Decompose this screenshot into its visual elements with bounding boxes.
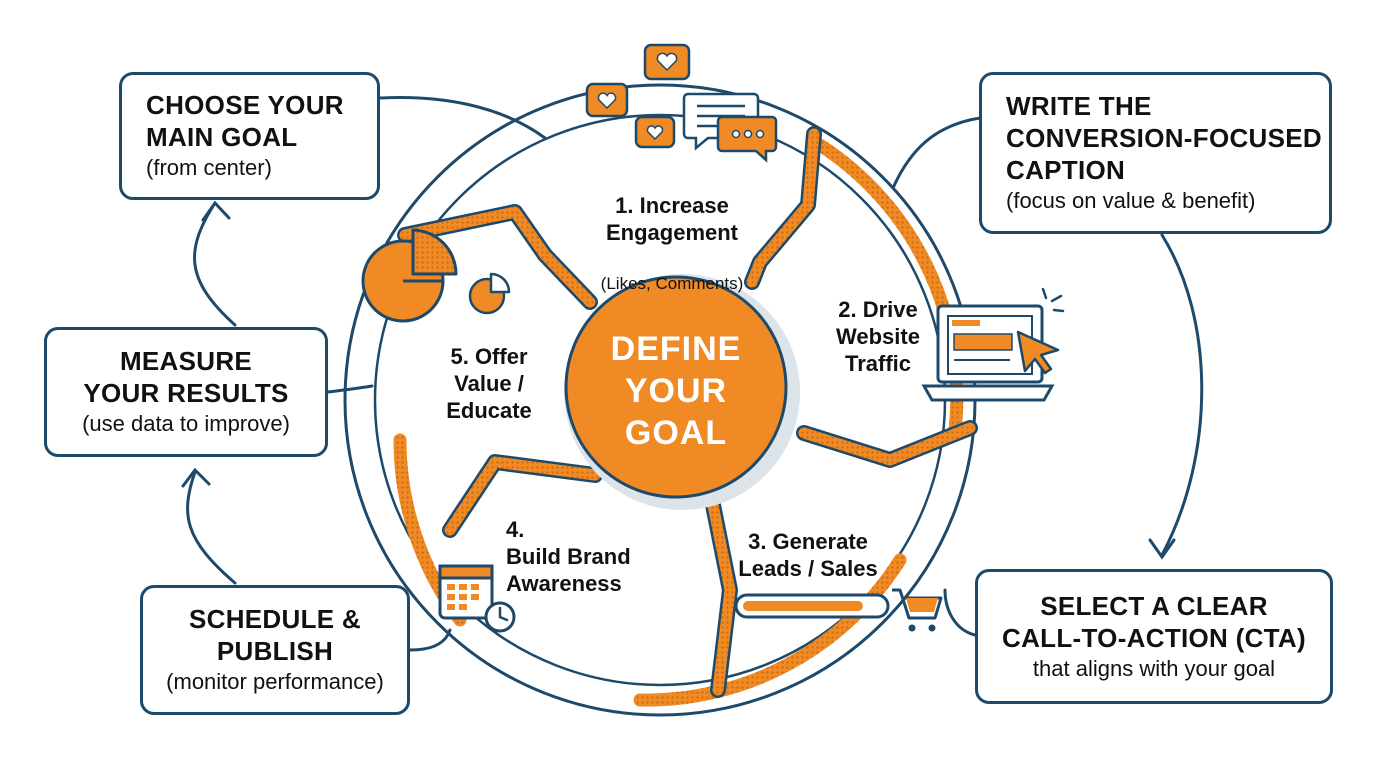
step-write-caption: WRITE THE CONVERSION-FOCUSED CAPTION (fo… <box>979 72 1332 234</box>
arrowhead-measure <box>181 467 211 488</box>
step-schedule-title: SCHEDULE & PUBLISH <box>188 604 361 666</box>
arrowhead-select <box>1148 538 1176 560</box>
step-write-title: WRITE THE CONVERSION-FOCUSED CAPTION <box>1006 91 1322 185</box>
step-measure-sub: (use data to improve) <box>82 411 290 436</box>
step-choose-goal: CHOOSE YOUR MAIN GOAL (from center) <box>119 72 380 200</box>
step-measure-title: MEASURE YOUR RESULTS <box>83 346 289 408</box>
step-select-cta: SELECT A CLEAR CALL-TO-ACTION (CTA) that… <box>975 569 1333 704</box>
arrow-select-to-wheel <box>943 588 977 637</box>
comment-bubble-icon <box>682 92 778 163</box>
segment-educate-label: 5. Offer Value / Educate <box>446 344 532 423</box>
arrow-measure-to-wheel <box>326 384 374 394</box>
step-choose-title: CHOOSE YOUR MAIN GOAL <box>146 90 344 152</box>
segment-traffic-label: 2. Drive Website Traffic <box>836 297 920 376</box>
arrow-wheel-to-write <box>891 116 982 190</box>
center-label: DEFINE YOUR GOAL <box>610 330 742 452</box>
segment-engagement-label: 1. Increase Engagement <box>605 193 739 245</box>
step-schedule-sub: (monitor performance) <box>166 669 384 694</box>
arrow-schedule-to-measure <box>186 470 237 585</box>
center-hub <box>564 275 788 499</box>
step-write-sub: (focus on value & benefit) <box>1006 188 1256 213</box>
segment-engagement-sub: (Likes, Comments) <box>600 274 744 293</box>
pie-chart-icon <box>361 228 511 323</box>
hearts <box>597 52 678 141</box>
step-schedule-publish: SCHEDULE & PUBLISH (monitor performance) <box>140 585 410 715</box>
step-select-sub: that aligns with your goal <box>1032 655 1276 681</box>
step-select-title: SELECT A CLEAR CALL-TO-ACTION (CTA) <box>1002 590 1306 653</box>
arrow-choose-to-wheel <box>378 96 547 140</box>
segment-awareness-label: 4. Build Brand Awareness <box>506 517 631 596</box>
segment-engagement: 1. Increase Engagement (Likes, Comments) <box>552 165 792 322</box>
arrow-wheel-to-schedule <box>408 628 452 652</box>
calendar-clock-icon <box>438 564 516 633</box>
progress-cart-icon <box>734 588 943 632</box>
segment-leads-label: 3. Generate Leads / Sales <box>738 529 878 581</box>
arrow-write-to-select <box>1160 233 1204 557</box>
segment-dividers <box>397 126 978 698</box>
cycle-arrows <box>181 96 1204 652</box>
laptop-cursor-icon <box>921 287 1065 402</box>
step-choose-sub: (from center) <box>146 155 272 180</box>
step-measure-results: MEASURE YOUR RESULTS (use data to improv… <box>44 327 328 457</box>
arrow-measure-to-choose <box>193 201 237 327</box>
arrowhead-choose <box>201 200 231 222</box>
